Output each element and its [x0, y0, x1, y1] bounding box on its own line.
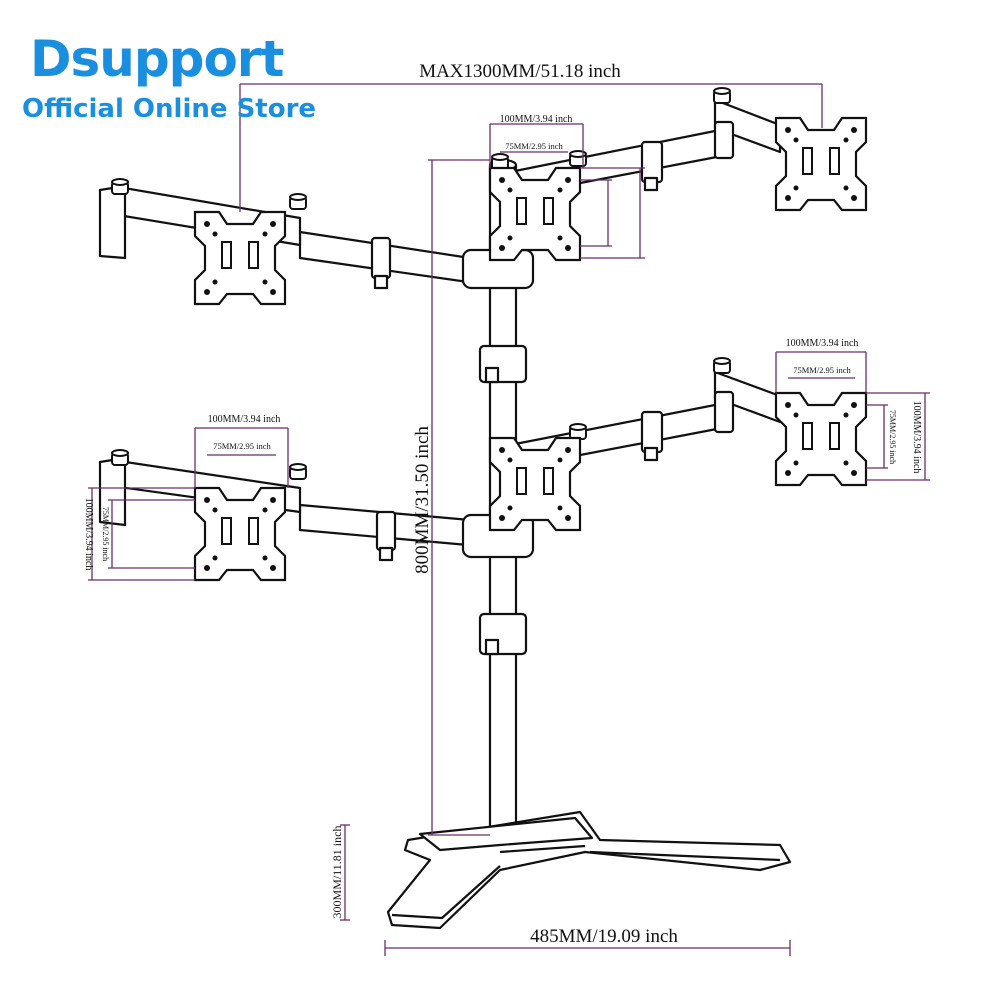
dimension-lines — [88, 83, 930, 956]
vesa-plate-upper-left — [193, 210, 287, 306]
base-depth-label: 300MM/11.81 inch — [330, 826, 344, 919]
vesa-100-label-lower-left: 100MM/3.94 inch — [208, 414, 281, 425]
brand-name: Dsupport — [30, 30, 284, 88]
vesa-75-vertical-lower-right: 75MM/2.95 inch — [888, 410, 897, 464]
vesa-75-label-lower-left: 75MM/2.95 inch — [213, 441, 271, 451]
vesa-plate-lower-right — [774, 391, 868, 487]
vesa-100-label-upper: 100MM/3.94 inch — [500, 114, 573, 125]
vesa-plate-upper-center — [488, 166, 582, 262]
max-width-label: MAX1300MM/51.18 inch — [419, 61, 621, 82]
stand-base — [386, 810, 792, 930]
vesa-plate-upper-right — [774, 116, 868, 212]
vesa-100-vertical-lower-right: 100MM/3.94 inch — [911, 401, 922, 474]
brand-subtitle: Official Online Store — [22, 94, 317, 124]
upper-right-outer-arm — [713, 98, 782, 154]
vesa-plate-lower-center — [488, 436, 582, 532]
vesa-100-vertical-lower-left: 100MM/3.94 inch — [83, 498, 94, 571]
pole-height-label: 800MM/31.50 inch — [412, 426, 433, 574]
vesa-75-label-upper: 75MM/2.95 inch — [505, 141, 563, 151]
vesa-75-label-lower-right: 75MM/2.95 inch — [793, 365, 851, 375]
vesa-plate-lower-left — [193, 486, 287, 582]
base-width-label: 485MM/19.09 inch — [530, 926, 678, 947]
dimension-labels: MAX1300MM/51.18 inch 800MM/31.50 inch 48… — [83, 61, 922, 947]
vesa-100-label-lower-right: 100MM/3.94 inch — [786, 338, 859, 349]
vesa-75-vertical-lower-left: 75MM/2.95 inch — [101, 507, 110, 561]
